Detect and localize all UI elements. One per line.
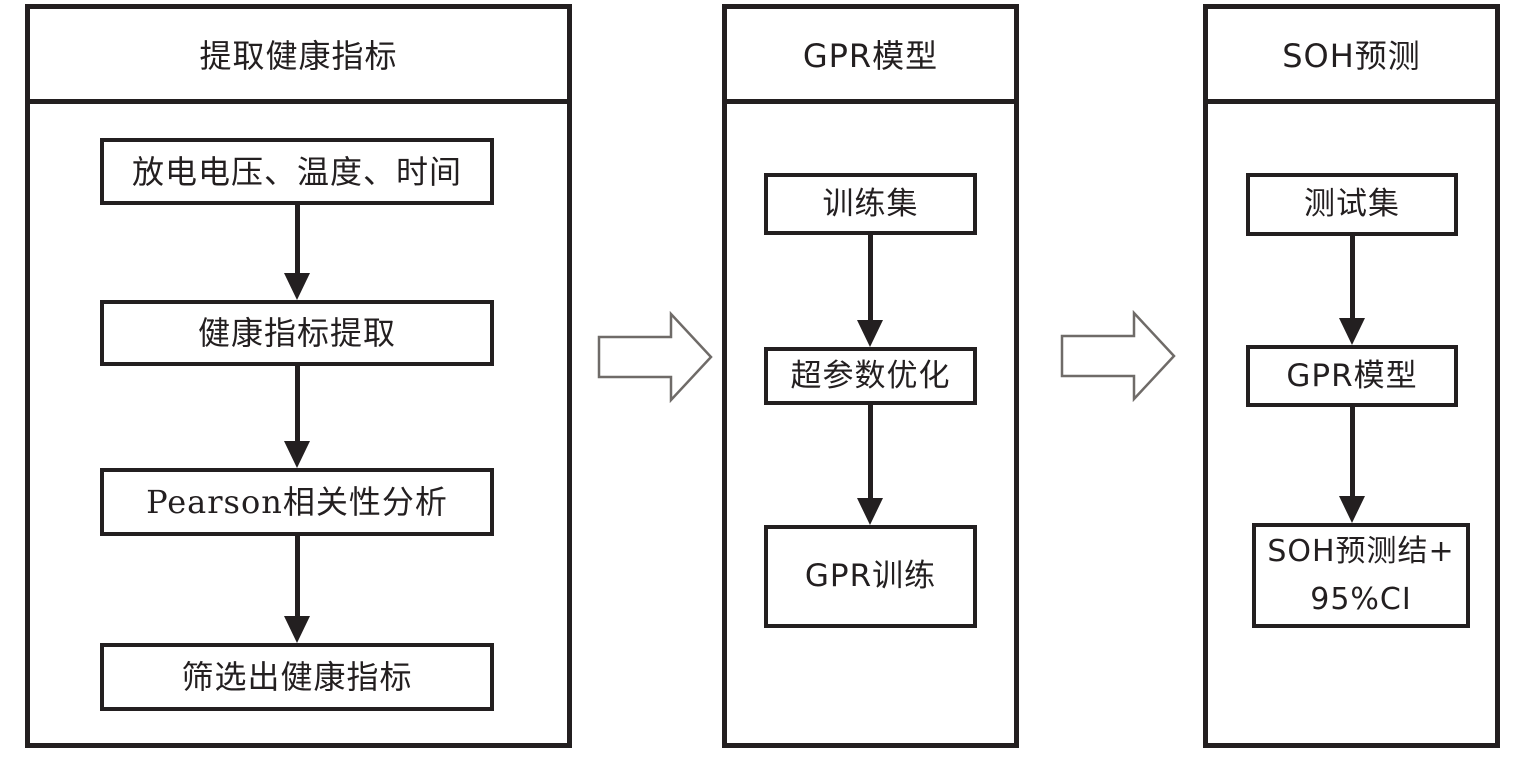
arrow-head [857,320,883,347]
flow-box-soh-prediction-result-95ci: SOH预测结+ 95%CI [1252,523,1470,628]
down-arrow-icon [1336,407,1368,523]
panel-title: GPR模型 [727,9,1014,104]
arrow-shaft [294,366,300,441]
panel-title: SOH预测 [1208,9,1495,104]
flow-box-gpr-model: GPR模型 [1246,345,1458,407]
flow-box-hyperparameter-optimization: 超参数优化 [764,347,977,405]
flow-box-selected-health-indicators: 筛选出健康指标 [100,643,494,711]
down-arrow-icon [281,536,313,643]
panel-title: 提取健康指标 [30,9,567,104]
flow-box-health-indicator-extraction: 健康指标提取 [100,300,494,366]
arrow-head [1339,318,1365,345]
arrow-shaft [1349,236,1355,318]
arrow-shaft [1349,407,1355,496]
flow-box-gpr-training: GPR训练 [764,525,977,628]
down-arrow-icon [854,235,886,347]
arrow-head [284,441,310,468]
arrow-head [284,616,310,643]
arrow-shaft [294,536,300,616]
flow-box-test-set: 测试集 [1246,173,1458,236]
arrow-head [1339,496,1365,523]
flow-arrow-icon [1060,310,1176,402]
flow-arrow-icon [597,311,713,403]
down-arrow-icon [281,205,313,300]
arrow-head [857,498,883,525]
down-arrow-icon [281,366,313,468]
flow-box-discharge-voltage-temp-time: 放电电压、温度、时间 [100,138,494,205]
arrow-shaft [867,405,873,498]
flow-box-pearson-correlation-analysis: Pearson相关性分析 [100,468,494,536]
arrow-head [284,273,310,300]
arrow-shaft [294,205,300,273]
down-arrow-icon [854,405,886,525]
arrow-shaft [867,235,873,320]
down-arrow-icon [1336,236,1368,345]
flow-box-training-set: 训练集 [764,173,977,235]
